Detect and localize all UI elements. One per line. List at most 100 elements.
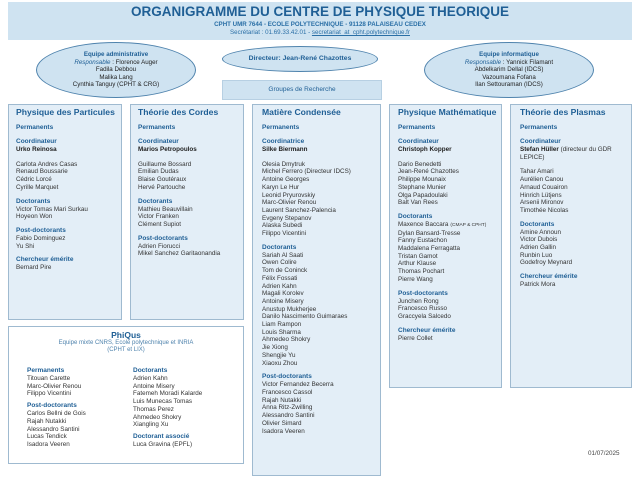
section-heading: Doctorants — [133, 367, 168, 374]
member-name: Fabio Dominguez — [16, 234, 66, 242]
member-name: Junchen Rong — [398, 297, 439, 305]
it-member: Abdelkarim Dellal (IDCS) — [474, 66, 544, 74]
member-name: Rajah Nutakki — [262, 396, 302, 404]
secretariat-email-link[interactable]: secretariat_at_cpht.polytechnique.fr — [311, 29, 410, 36]
coordinator-name: Urko Reinosa — [16, 146, 121, 154]
section-heading: Doctorants — [520, 220, 555, 228]
section-heading: Coordinateur — [398, 138, 439, 145]
section-heading: Post-doctorants — [262, 373, 312, 381]
member-name: Cyrille Marquet — [16, 183, 59, 191]
admin-member: Fadila Debbou — [95, 66, 137, 74]
member-name-text: Maxence Baccara — [398, 220, 449, 228]
member-name: Balt Van Rees — [398, 199, 438, 207]
member-name: Anna Ritz-Zwilling — [262, 404, 313, 412]
member-name: Bernard Pire — [16, 264, 52, 272]
coordinator-name: Marios Petropoulos — [138, 146, 243, 154]
member-name: Emilian Dudas — [138, 168, 179, 176]
admin-resp-label: Responsable — [74, 58, 111, 66]
member-name: Rajah Nutakki — [27, 417, 67, 425]
member-name: Pierre Collet — [398, 334, 433, 342]
coordinator-name-text: Silke Biermann — [262, 146, 308, 153]
member-name: Fatemeh Moradi Kalarde — [133, 390, 203, 398]
member-name: Leonid Pryurovskiy — [262, 191, 316, 199]
member-name: Graccyela Salcedo — [398, 312, 451, 320]
member-name: Liam Rampon — [262, 321, 302, 329]
section-heading: Permanents — [262, 124, 300, 131]
admin-responsible: Responsable : Florence Auger — [37, 59, 195, 67]
member-name: Ahmedeo Shokry — [262, 336, 311, 344]
member-name: Aurélien Canou — [520, 176, 564, 184]
section-heading: Post-doctorants — [138, 234, 188, 242]
member-name: Victor Franken — [138, 213, 179, 221]
member-name: Arsenii Mironov — [520, 199, 564, 207]
it-resp-label: Responsable — [464, 58, 502, 66]
member-name: Antoine Misery — [133, 382, 175, 390]
secretariat-line: Secrétariat : 01.69.33.42.01 - secretari… — [8, 29, 632, 37]
member-name: Carlos Bellni de Gois — [27, 410, 86, 418]
header-banner: ORGANIGRAMME DU CENTRE DE PHYSIQUE THEOR… — [8, 2, 632, 40]
section-heading: Post-doctorants — [27, 402, 77, 410]
member-name: Alaska Subedi — [262, 222, 303, 230]
director-oval: Directeur: Jean-René Chazottes — [222, 46, 378, 72]
member-name: Tom de Coninck — [262, 267, 308, 275]
section-heading: Chercheur émérite — [520, 273, 578, 281]
member-name: Tristan Gamot — [398, 252, 438, 260]
member-name: Adrien Fiorucci — [138, 242, 180, 250]
spacer — [138, 154, 243, 161]
section-heading: Post-doctorants — [16, 226, 66, 234]
member-name: Jean-René Chazottes — [398, 168, 459, 176]
section-heading: Permanents — [398, 124, 436, 131]
phiqus-subtitle-2: (CPHT et LIX) — [107, 347, 145, 354]
member-name: Amine Announ — [520, 228, 561, 236]
page-subtitle: CPHT UMR 7644 - ECOLE POLYTECHNIQUE - 91… — [214, 21, 426, 28]
member-name: Antoine Misery — [262, 297, 304, 305]
group-title: Matière Condensée — [262, 107, 341, 117]
member-name: Pierre Wang — [398, 275, 433, 283]
group-title: Physique des Particules — [16, 107, 115, 117]
member-name: Hoyeon Won — [16, 213, 53, 221]
member-name: Yu Shi — [16, 242, 35, 250]
coordinator-name-text: Christoph Kopper — [398, 146, 452, 153]
section-heading: Doctorant associé — [133, 432, 190, 440]
member-name: Laurent Sanchez-Palencia — [262, 206, 336, 214]
member-name: Olivier Simard — [262, 419, 302, 427]
member-name: Olesia Dmytruk — [262, 160, 306, 168]
member-name: Stephane Munier — [398, 183, 446, 191]
member-name: Titouan Carette — [27, 375, 71, 382]
it-resp-name: : Yannick Filamant — [501, 58, 554, 66]
member-name: Thomas Perez — [133, 405, 174, 413]
coordinator-name-text: Stefan Hüller — [520, 146, 559, 153]
member-name: Victor Dubois — [520, 236, 558, 244]
section-heading: Post-doctorants — [398, 289, 448, 297]
coordinator-name: Christoph Kopper — [398, 146, 501, 154]
member-name: Isadora Veeren — [262, 427, 305, 435]
spacer — [398, 154, 501, 161]
member-name: Guillaume Bossard — [138, 160, 192, 168]
section-heading: Doctorants — [16, 197, 51, 205]
group-title: Physique Mathématique — [398, 107, 497, 117]
member-name: Louis Sharma — [262, 328, 301, 336]
member-name: Carlota Andres Casas — [16, 160, 78, 168]
admin-resp-name: : Florence Auger — [110, 58, 158, 66]
spacer — [520, 161, 631, 168]
coordinator-note: (directeur du GDR LEPICE) — [520, 146, 612, 161]
member-name: Philippe Mounaix — [398, 176, 446, 184]
member-name: Patrick Mora — [520, 281, 556, 289]
member-name: Olga Papadoulaki — [398, 191, 448, 199]
it-responsible: Responsable : Yannick Filamant — [425, 59, 593, 67]
member-name: Runbin Luo — [520, 251, 553, 259]
it-member: Vazoumana Fofana — [482, 73, 536, 81]
section-heading: Coordinateur — [520, 138, 561, 145]
phiqus-panel: PhiQus Equipe mixte CNRS, Ecole polytech… — [8, 326, 244, 464]
it-team-oval: Equipe informatique Responsable : Yannic… — [424, 42, 594, 98]
spacer — [16, 154, 121, 161]
member-name: Tahar Amari — [520, 168, 554, 176]
member-name: Mikel Sanchez Garitaonandia — [138, 250, 221, 258]
member-name: Félix Fossati — [262, 274, 298, 282]
